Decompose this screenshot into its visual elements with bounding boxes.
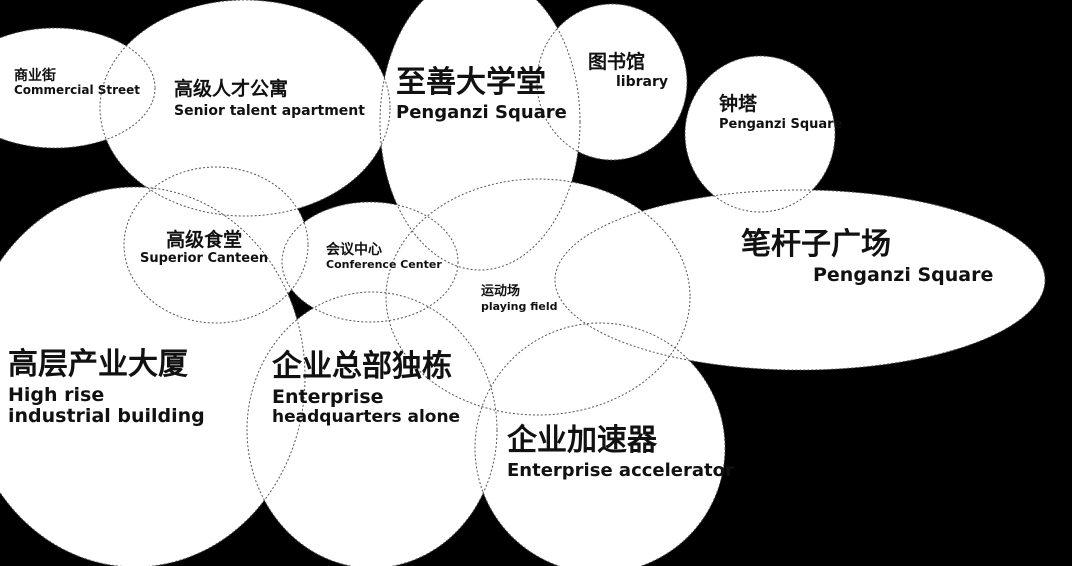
conference-center-en: Conference Center <box>326 258 442 272</box>
bubble-enterprise-headquarters <box>247 292 497 566</box>
high-rise-industrial-zh: 高层产业大厦 <box>8 347 188 382</box>
bubble-outline-senior-talent-apartment <box>99 0 391 217</box>
superior-canteen-en: Superior Canteen <box>140 250 269 266</box>
conference-center-zh: 会议中心 <box>326 242 382 258</box>
label-conference-center: 会议中心 Conference Center <box>326 242 442 272</box>
bubble-clock-tower <box>685 56 835 212</box>
bubble-outline-conference-center <box>281 201 459 323</box>
commercial-street-en: Commercial Street <box>14 83 141 98</box>
enterprise-accelerator-en: Enterprise accelerator <box>507 459 734 481</box>
enterprise-headquarters-zh: 企业总部独栋 <box>272 349 452 384</box>
enterprise-headquarters-en2: headquarters alone <box>272 407 461 428</box>
label-library: 图书馆 library <box>588 51 669 90</box>
library-zh: 图书馆 <box>588 51 646 73</box>
penganzi-square-en: Penganzi Square <box>813 263 994 286</box>
bubble-high-rise-industrial <box>0 187 305 566</box>
label-superior-canteen: 高级食堂 Superior Canteen <box>140 229 269 267</box>
clock-tower-en: Penganzi Square <box>719 116 843 132</box>
superior-canteen-zh: 高级食堂 <box>166 229 243 251</box>
clock-tower-zh: 钟塔 <box>719 93 758 115</box>
zhishan-college-en: Penganzi Square <box>396 101 567 123</box>
library-en: library <box>616 73 669 90</box>
senior-talent-apartment-en: Senior talent apartment <box>174 102 365 119</box>
label-clock-tower: 钟塔 Penganzi Square <box>719 93 843 133</box>
label-zhishan-college: 至善大学堂 Penganzi Square <box>396 65 567 123</box>
playing-field-zh: 运动场 <box>481 284 521 299</box>
bubble-outline-zhishan-college <box>379 0 581 271</box>
enterprise-headquarters-en: Enterprise <box>272 385 384 408</box>
bubble-enterprise-accelerator <box>475 323 725 566</box>
bubble-outline-clock-tower <box>684 55 836 213</box>
bubble-senior-talent-apartment <box>100 0 390 216</box>
playing-field-en: playing field <box>481 299 558 313</box>
bubble-outline-library <box>536 3 688 161</box>
bubble-outline-playing-field <box>385 178 691 416</box>
bubble-outline-superior-canteen <box>123 166 309 324</box>
enterprise-accelerator-zh: 企业加速器 <box>507 423 657 458</box>
bubble-library <box>537 4 687 160</box>
high-rise-industrial-en: High rise <box>8 383 105 406</box>
bubble-outline-enterprise-accelerator <box>474 322 726 566</box>
bubble-outline-commercial-street <box>0 27 156 149</box>
label-enterprise-headquarters: 企业总部独栋 Enterprise headquarters alone <box>272 349 461 428</box>
commercial-street-zh: 商业街 <box>14 68 56 84</box>
label-senior-talent-apartment: 高级人才公寓 Senior talent apartment <box>174 78 365 119</box>
bubble-outline-penganzi-square <box>554 189 1046 371</box>
bubble-outline-high-rise-industrial <box>0 186 306 566</box>
label-enterprise-accelerator: 企业加速器 Enterprise accelerator <box>507 423 734 481</box>
bubble-outline-enterprise-headquarters <box>246 291 498 566</box>
senior-talent-apartment-zh: 高级人才公寓 <box>174 78 289 100</box>
penganzi-square-zh: 笔杆子广场 <box>741 227 891 262</box>
high-rise-industrial-en2: industrial building <box>8 405 205 428</box>
zhishan-college-zh: 至善大学堂 <box>396 65 546 100</box>
label-playing-field: 运动场 playing field <box>481 284 558 314</box>
label-commercial-street: 商业街 Commercial Street <box>14 68 140 98</box>
label-penganzi-square: 笔杆子广场 Penganzi Square <box>741 227 994 286</box>
label-high-rise-industrial: 高层产业大厦 High rise industrial building <box>8 347 205 428</box>
